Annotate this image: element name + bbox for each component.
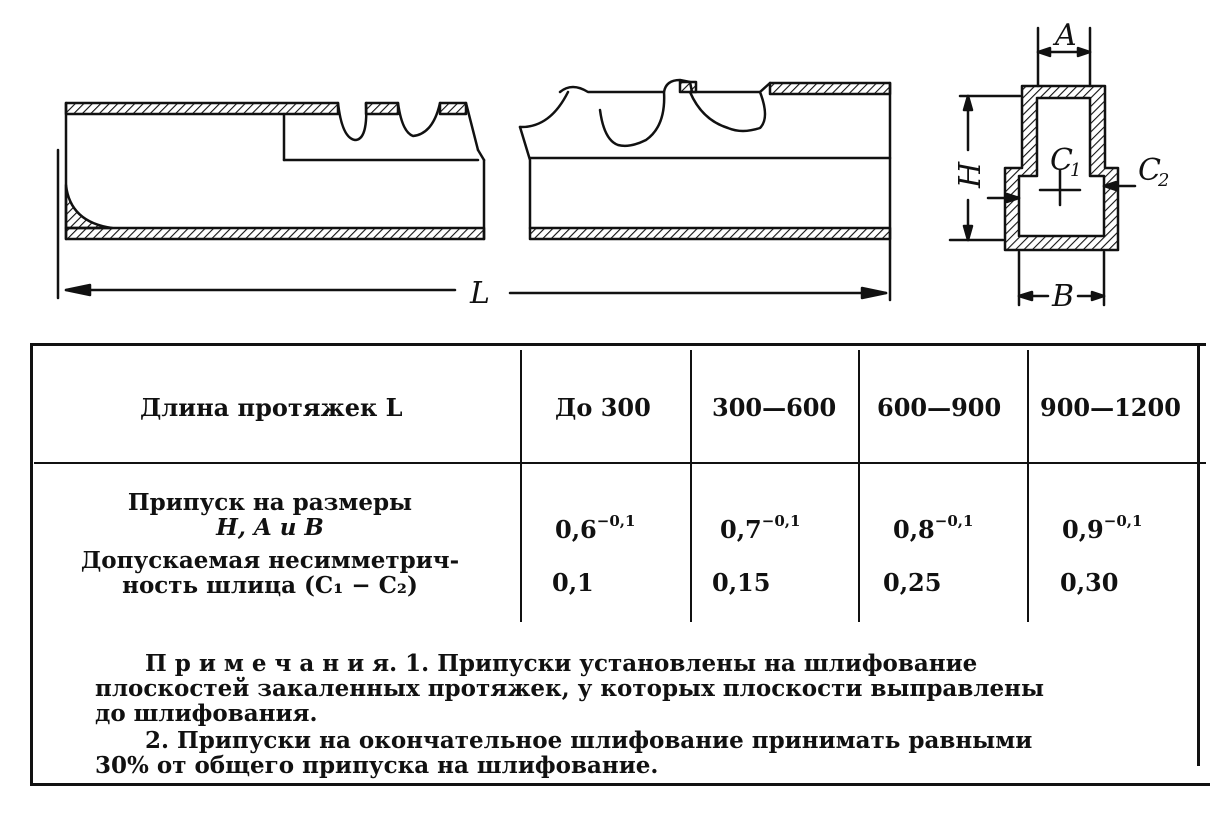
row-asymmetry-label: Допускаемая несимметрич- ность шлица (C₁… (70, 548, 470, 598)
figure-labels: L A B H C 1 C 2 (469, 18, 1169, 314)
notes-line-3: до шлифования. (95, 700, 318, 727)
header-rule (34, 462, 1206, 464)
row-asymmetry-label-line1: Допускаемая несимметрич- (80, 547, 460, 574)
allowance-value: 0,9−0,1 (1062, 512, 1143, 544)
row-allowance-label-line1: Припуск на размеры (127, 489, 413, 516)
notes-line-1: П р и м е ч а н и я. 1. Припуски установ… (145, 650, 978, 677)
asymmetry-value: 0,25 (883, 568, 942, 597)
label-A: A (1052, 18, 1077, 53)
header-length-label: Длина протяжек L (140, 393, 403, 422)
col-divider-4 (1027, 350, 1029, 622)
notes-line-2: плоскостей закаленных протяжек, у которы… (95, 675, 1045, 702)
notes-line-5: 30% от общего припуска на шлифование. (95, 752, 659, 779)
asymmetry-value: 0,1 (552, 568, 594, 597)
allowance-value: 0,6−0,1 (555, 512, 636, 544)
row-asymmetry-label-line2: ность шлица (C₁ − C₂) (122, 572, 418, 599)
asymmetry-value: 0,30 (1060, 568, 1119, 597)
broach-right-section (518, 78, 892, 241)
table-right-border (1197, 346, 1200, 766)
header-col-4: 900—1200 (1040, 393, 1181, 422)
header-col-1: До 300 (555, 393, 651, 422)
label-H: H (953, 161, 988, 189)
table-top-rule (30, 343, 1206, 346)
label-B: B (1051, 279, 1074, 314)
asymmetry-value: 0,15 (712, 568, 771, 597)
allowance-value: 0,8−0,1 (893, 512, 974, 544)
broach-left-section (64, 101, 486, 241)
notes-line-4: 2. Припуски на окончательное шлифование … (145, 727, 1033, 754)
col-divider-3 (858, 350, 860, 622)
label-C2: C (1138, 153, 1161, 188)
col-divider-2 (690, 350, 692, 622)
label-C2-sub: 2 (1157, 170, 1169, 191)
row-allowance-label-line2: H, A и B (216, 514, 324, 541)
col-divider-1 (520, 350, 522, 622)
header-col-2: 300—600 (712, 393, 837, 422)
allowance-value: 0,7−0,1 (720, 512, 801, 544)
broach-drawing: L A B H C 1 C 2 (56, 18, 1169, 314)
label-C1-sub: 1 (1070, 160, 1081, 181)
table-left-border (30, 343, 33, 783)
label-L: L (469, 276, 490, 311)
length-dimension (56, 148, 892, 302)
row-allowance-label: Припуск на размеры H, A и B (80, 490, 460, 540)
label-C1: C (1050, 143, 1073, 178)
table-bottom-rule (30, 783, 1210, 786)
cross-section (948, 26, 1137, 307)
header-col-3: 600—900 (877, 393, 1002, 422)
